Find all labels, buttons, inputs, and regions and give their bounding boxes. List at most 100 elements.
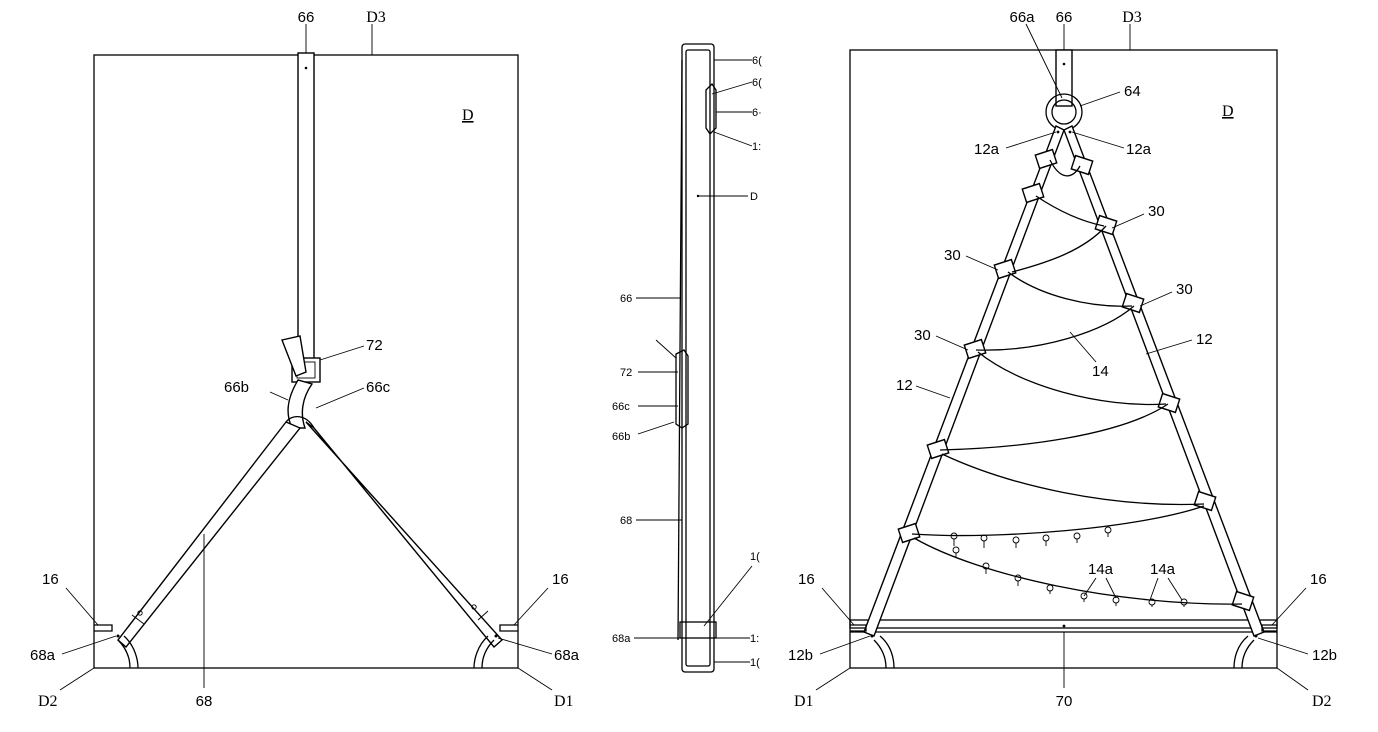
hinge-arc-rr xyxy=(1233,635,1255,669)
label-66b: 66b xyxy=(224,379,249,396)
garland xyxy=(1035,195,1105,227)
ring-side xyxy=(705,82,717,136)
label-12b-left: 12b xyxy=(788,647,813,664)
hinge-left-right-fig xyxy=(850,624,867,632)
label-66c: 66c xyxy=(366,379,391,396)
label-66: 66 xyxy=(298,9,315,26)
strap-loop xyxy=(287,379,314,429)
label-d-right: D xyxy=(1222,103,1234,120)
clip xyxy=(1070,154,1094,176)
label-d2-right: D2 xyxy=(1312,693,1332,710)
label-12-right: 12 xyxy=(1196,331,1213,348)
label-side-68a: 68a xyxy=(612,633,631,645)
label-side-66b: 66b xyxy=(612,431,630,443)
label-12a-left: 12a xyxy=(974,141,1000,158)
strap-side xyxy=(677,59,683,641)
door-edge-inner xyxy=(685,49,711,667)
pole-left xyxy=(863,125,1065,637)
label-side-4: 1: xyxy=(752,141,761,153)
label-side-3: 6· xyxy=(752,107,762,119)
label-30-b: 30 xyxy=(944,247,961,264)
clip xyxy=(1094,214,1118,236)
garland xyxy=(911,505,1205,537)
label-16-left: 16 xyxy=(42,571,59,588)
label-side-8: 1( xyxy=(750,657,760,669)
ornament-hooks xyxy=(950,526,1188,607)
label-16-left-right: 16 xyxy=(798,571,815,588)
label-12-left: 12 xyxy=(896,377,913,394)
garland xyxy=(913,537,1243,605)
ring-inner xyxy=(1051,99,1077,125)
figure-middle: 6( 6( 6· 1: D 66 72 66c 66b 68 1( 68a 1:… xyxy=(612,43,762,673)
label-16-right-right: 16 xyxy=(1310,571,1327,588)
label-d1-right: D1 xyxy=(794,693,814,710)
base-side xyxy=(679,621,717,639)
garland xyxy=(1011,225,1107,273)
door-edge xyxy=(681,43,715,673)
garland xyxy=(1049,159,1081,177)
garland xyxy=(977,351,1167,406)
label-64: 64 xyxy=(1124,83,1141,100)
label-side-66: 66 xyxy=(620,293,632,305)
label-14a-2: 14a xyxy=(1150,561,1176,578)
frame-leg-right xyxy=(305,421,503,649)
label-d: D xyxy=(462,107,474,124)
label-12a-right: 12a xyxy=(1126,141,1152,158)
label-68: 68 xyxy=(196,693,213,710)
label-30-a: 30 xyxy=(1148,203,1165,220)
garland xyxy=(1007,271,1133,307)
label-side-72: 72 xyxy=(620,367,632,379)
clip xyxy=(926,438,950,460)
garland xyxy=(939,403,1169,451)
label-d2: D2 xyxy=(38,693,58,710)
clip xyxy=(1193,490,1217,512)
pole-end-dot xyxy=(1068,130,1072,134)
label-side-5: D xyxy=(750,191,758,203)
leg-seam xyxy=(131,614,145,625)
hinge-left xyxy=(94,624,113,632)
label-side-6: 1( xyxy=(750,551,760,563)
hanging-strap xyxy=(297,52,315,369)
label-16-right: 16 xyxy=(552,571,569,588)
hinge-right xyxy=(499,624,518,632)
label-side-7: 1: xyxy=(750,633,759,645)
label-d3-right: D3 xyxy=(1122,9,1142,26)
label-70: 70 xyxy=(1056,693,1073,710)
strap-flap xyxy=(281,335,307,377)
label-68a-right: 68a xyxy=(554,647,580,664)
strap-rivet xyxy=(304,66,308,70)
leg-rivet xyxy=(137,610,143,616)
end-dot xyxy=(494,634,498,638)
door-panel-right xyxy=(849,49,1278,669)
pole-right xyxy=(1063,125,1265,637)
label-side-68: 68 xyxy=(620,515,632,527)
label-72: 72 xyxy=(366,337,383,354)
label-14a-1: 14a xyxy=(1088,561,1114,578)
figure-left: 66 D3 D 72 66b 66c 16 16 68a 68a D2 D1 6… xyxy=(30,9,580,710)
figure-right: 66a 66 D3 64 D 12a 12a 30 30 30 30 12 12… xyxy=(788,9,1337,710)
leg-rivet xyxy=(471,604,477,610)
clip xyxy=(1231,590,1255,612)
label-30-d: 30 xyxy=(914,327,931,344)
label-68a-left: 68a xyxy=(30,647,56,664)
buckle-side xyxy=(675,349,689,429)
label-14: 14 xyxy=(1092,363,1109,380)
base-dot xyxy=(1062,624,1066,628)
label-66-right: 66 xyxy=(1056,9,1073,26)
base-bar xyxy=(849,619,1278,629)
end-dot xyxy=(116,634,120,638)
label-30-c: 30 xyxy=(1176,281,1193,298)
label-side-2: 6( xyxy=(752,77,762,89)
hinge-arc-lr xyxy=(873,635,895,669)
frame-apex xyxy=(285,416,315,429)
label-d3: D3 xyxy=(366,9,386,26)
label-d1: D1 xyxy=(554,693,574,710)
hanging-strap-right xyxy=(1055,49,1073,107)
garland xyxy=(941,453,1205,506)
clip xyxy=(1157,392,1181,414)
garland xyxy=(975,305,1135,351)
label-66a: 66a xyxy=(1009,9,1035,26)
label-side-1: 6( xyxy=(752,55,762,67)
hinge-arc-left xyxy=(117,635,139,669)
